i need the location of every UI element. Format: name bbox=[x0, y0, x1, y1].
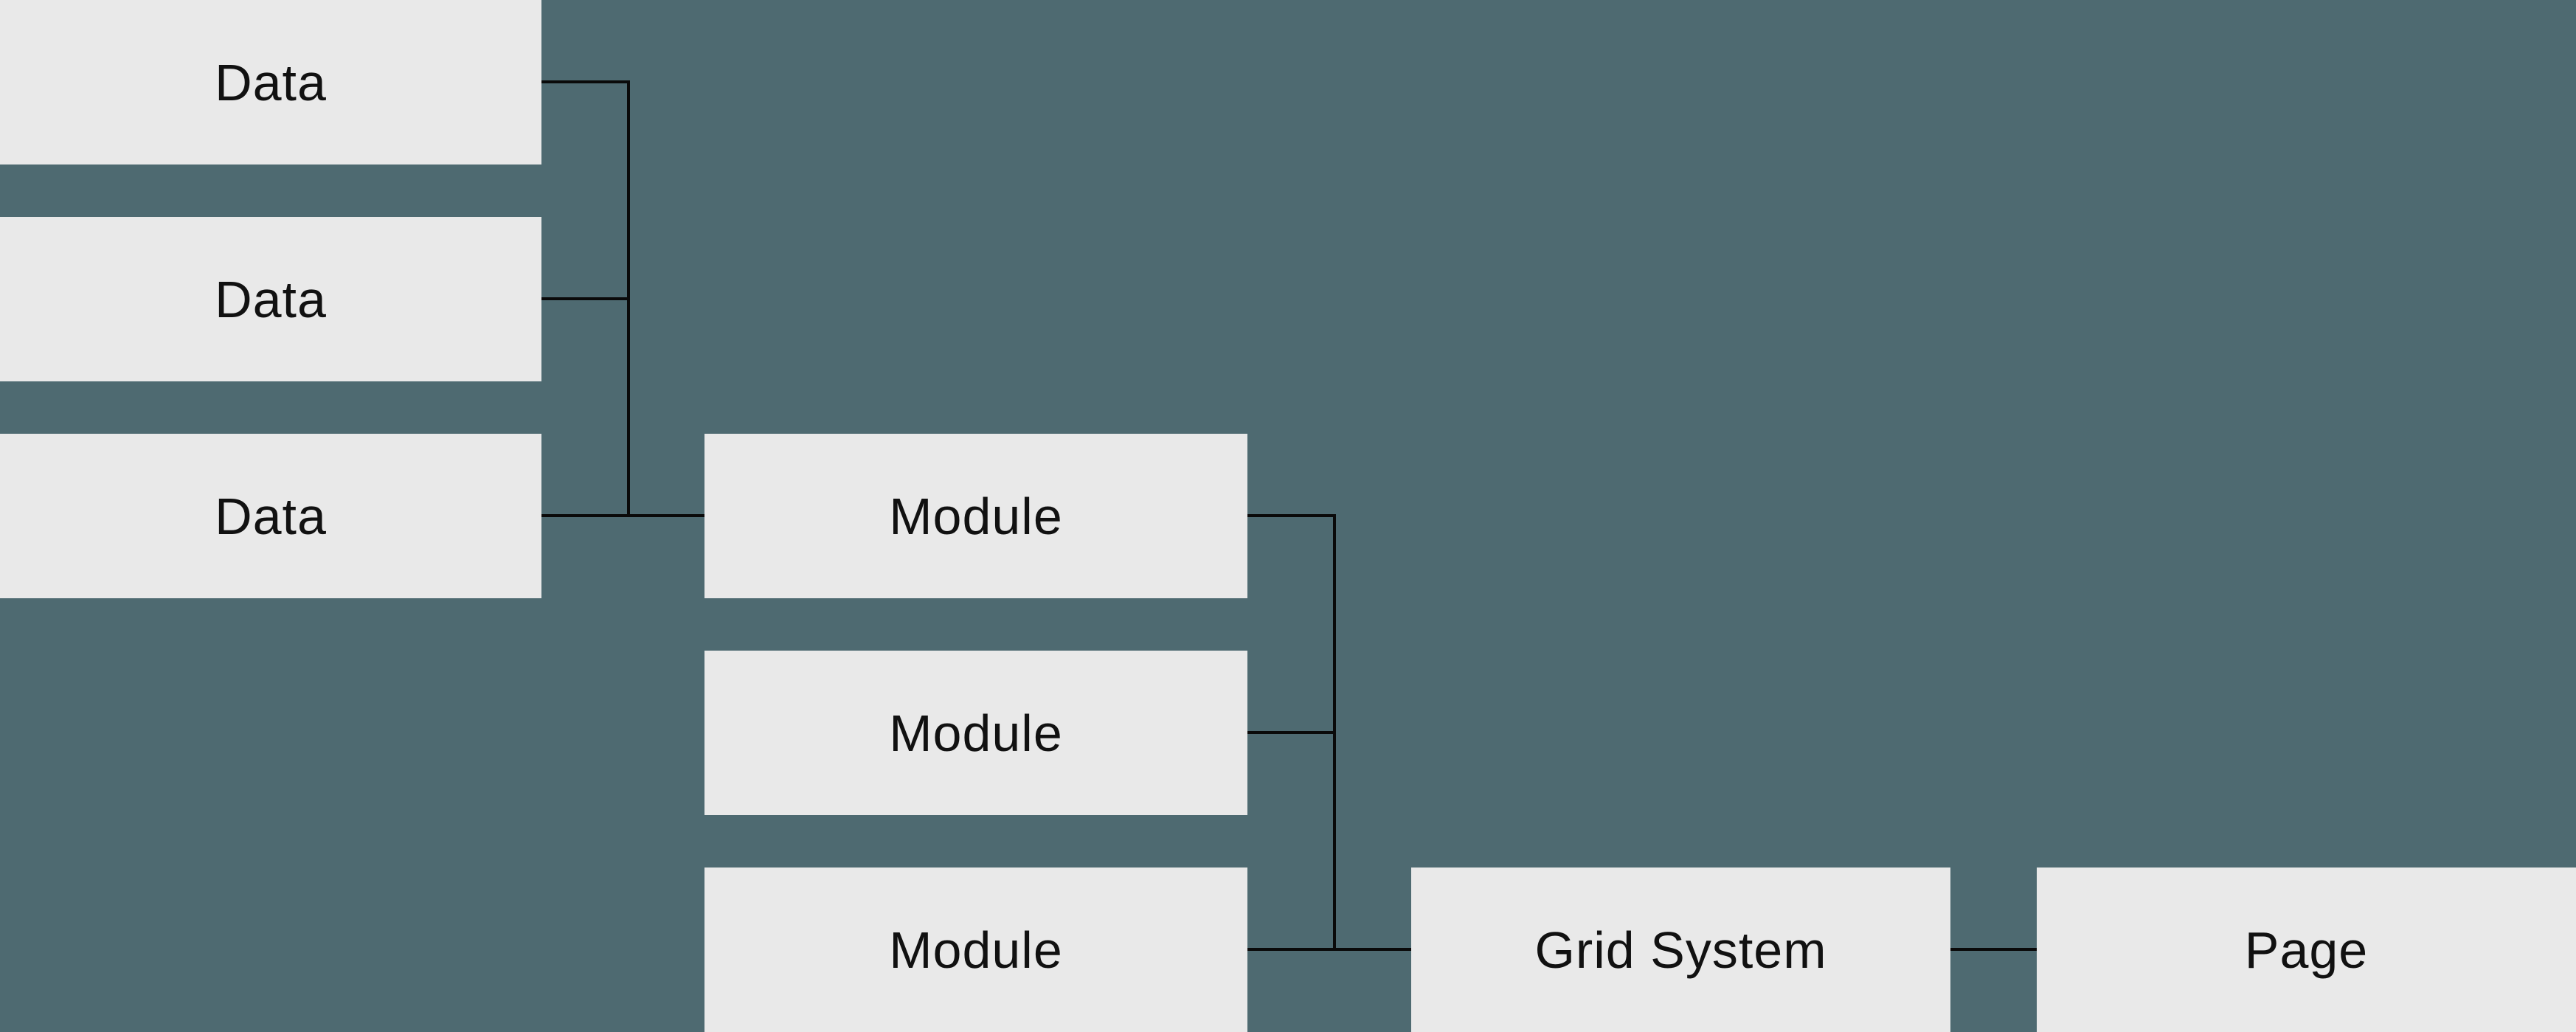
node-module-3[interactable]: Module bbox=[704, 867, 1247, 1032]
connector-data-2-stub bbox=[541, 297, 630, 300]
node-module-1[interactable]: Module bbox=[704, 434, 1247, 598]
node-data-3[interactable]: Data bbox=[0, 434, 541, 598]
node-grid-system[interactable]: Grid System bbox=[1411, 867, 1950, 1032]
connector-module-2-stub bbox=[1247, 731, 1336, 734]
connector-grid-system-to-page bbox=[1950, 948, 2037, 951]
connector-data-trunk-vertical bbox=[627, 80, 630, 517]
node-grid-system-label: Grid System bbox=[1534, 921, 1827, 979]
node-module-1-label: Module bbox=[889, 487, 1063, 545]
connector-data-3-to-module-1 bbox=[541, 514, 704, 517]
connector-data-1-stub bbox=[541, 80, 630, 83]
node-page[interactable]: Page bbox=[2037, 867, 2576, 1032]
connector-module-3-to-grid-system bbox=[1247, 948, 1411, 951]
node-data-1[interactable]: Data bbox=[0, 0, 541, 165]
node-module-3-label: Module bbox=[889, 921, 1063, 979]
node-data-2[interactable]: Data bbox=[0, 217, 541, 381]
connector-module-trunk-vertical bbox=[1333, 514, 1336, 951]
node-data-2-label: Data bbox=[215, 270, 327, 328]
node-page-label: Page bbox=[2244, 921, 2369, 979]
node-module-2-label: Module bbox=[889, 704, 1063, 762]
node-data-3-label: Data bbox=[215, 487, 327, 545]
connector-module-1-stub bbox=[1247, 514, 1336, 517]
node-data-1-label: Data bbox=[215, 53, 327, 111]
node-module-2[interactable]: Module bbox=[704, 651, 1247, 815]
